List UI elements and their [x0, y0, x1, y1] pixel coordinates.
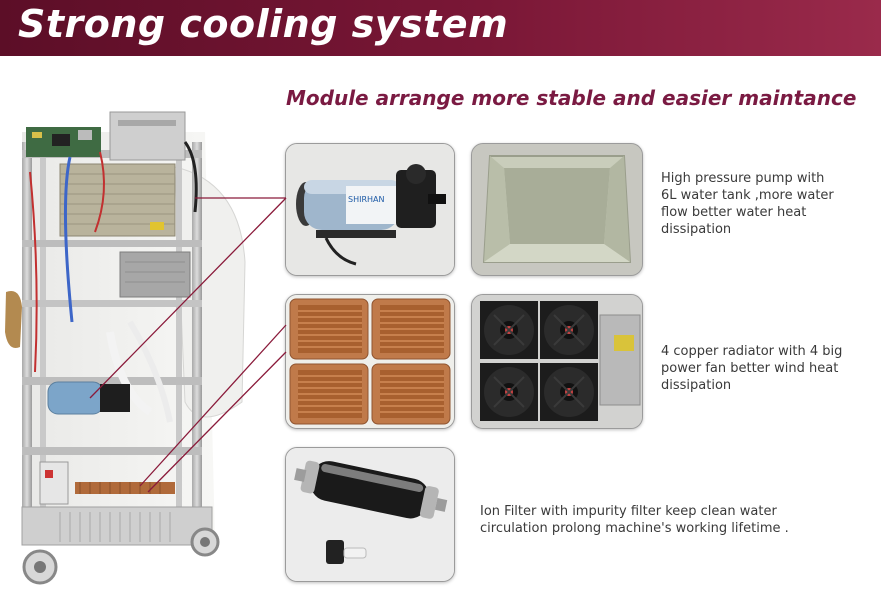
radiator-caption-line: power fan better wind heat: [661, 361, 839, 376]
ion-filter-photo: [285, 447, 455, 582]
ion-filter-icon: [286, 448, 454, 581]
radiator-caption-line: 4 copper radiator with 4 big: [661, 344, 843, 359]
pump-caption-line: dissipation: [661, 222, 732, 237]
filter-caption-line: Ion Filter with impurity filter keep cle…: [480, 504, 777, 519]
machine-interior-photo: [0, 72, 272, 597]
pump-caption-line: flow better water heat: [661, 205, 807, 220]
pump-caption-line: High pressure pump with: [661, 171, 825, 186]
copper-radiator-photo: [285, 294, 455, 429]
cooling-fans-icon: [472, 295, 642, 428]
section-subtitle: Module arrange more stable and easier ma…: [286, 86, 857, 110]
water-tank-photo: [471, 143, 643, 276]
water-pump-icon: SHIRHAN: [286, 144, 454, 275]
title-banner: Strong cooling system: [0, 0, 881, 56]
water-pump-photo: SHIRHAN: [285, 143, 455, 276]
water-tank-icon: [472, 144, 642, 275]
radiator-caption: 4 copper radiator with 4 big power fan b…: [661, 343, 842, 394]
radiator-caption-line: dissipation: [661, 378, 732, 393]
pump-caption-line: 6L water tank ,more water: [661, 188, 834, 203]
pump-brand-label: SHIRHAN: [348, 195, 385, 204]
pump-caption: High pressure pump with 6L water tank ,m…: [661, 170, 834, 238]
filter-caption: Ion Filter with impurity filter keep cle…: [480, 503, 789, 537]
cooling-fans-photo: [471, 294, 643, 429]
copper-radiator-icon: [286, 295, 454, 428]
banner-title: Strong cooling system: [18, 2, 509, 46]
filter-caption-line: circulation prolong machine's working li…: [480, 521, 789, 536]
